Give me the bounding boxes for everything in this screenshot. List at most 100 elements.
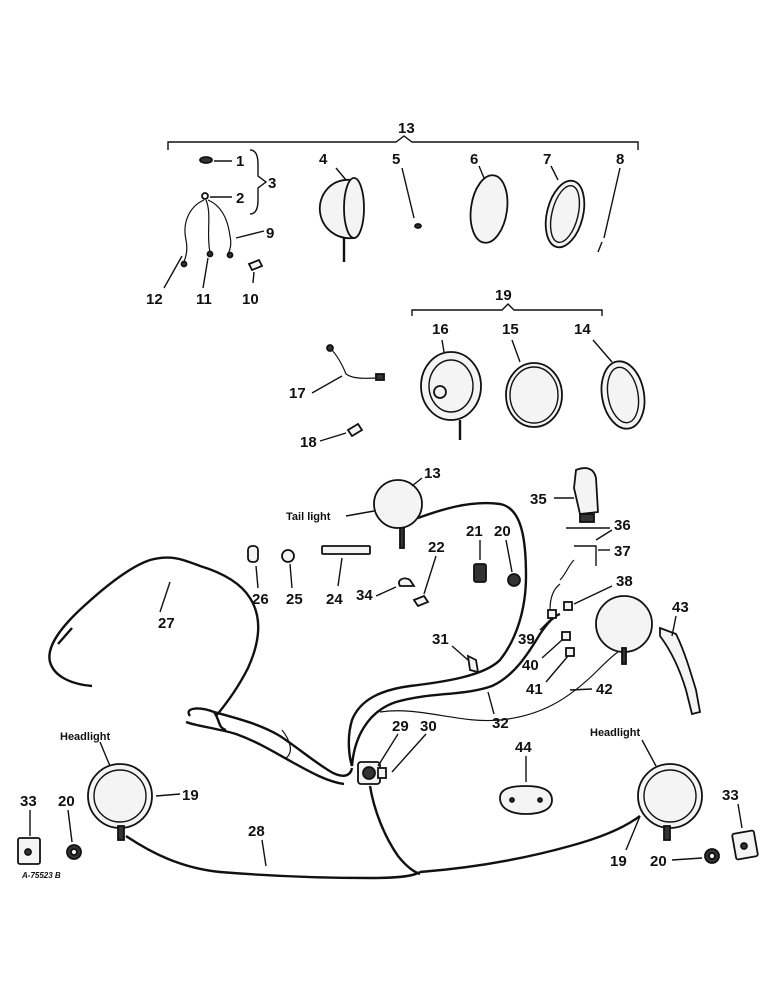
bracket-19 (411, 303, 603, 316)
callout-28: 28 (248, 823, 265, 840)
callout-15: 15 (502, 321, 519, 338)
part-10-clip (247, 258, 264, 284)
part-14-ring (592, 339, 646, 430)
callout-36: 36 (614, 517, 631, 534)
callout-13-group: 13 (398, 120, 415, 137)
callout-19-right: 19 (610, 853, 627, 870)
callout-41: 41 (526, 681, 543, 698)
callout-40: 40 (522, 657, 539, 674)
callout-19-left: 19 (182, 787, 199, 804)
part-20-grommet-left (66, 809, 82, 860)
part-18-clip (319, 422, 364, 442)
callout-6: 6 (470, 151, 478, 168)
part-43-bracket (659, 615, 702, 716)
wire-27-connector (57, 627, 73, 645)
part-26-bulb (247, 545, 259, 589)
callout-4: 4 (319, 151, 328, 168)
wire-tail-light (347, 501, 528, 767)
part-4-lamp-shell (318, 167, 365, 262)
part-33-mount-right (731, 803, 759, 861)
part-9-11-12-socket-leads (163, 199, 265, 289)
callout-20-right: 20 (650, 853, 667, 870)
part-15-lens (505, 339, 563, 428)
part-13-tail-light (345, 477, 423, 549)
callout-44: 44 (515, 739, 532, 756)
callout-17: 17 (289, 385, 306, 402)
callout-10: 10 (242, 291, 259, 308)
callout-14: 14 (574, 321, 591, 338)
callout-12: 12 (146, 291, 163, 308)
callout-5: 5 (392, 151, 400, 168)
part-8-screw (597, 167, 621, 253)
callout-33-right: 33 (722, 787, 739, 804)
part-7-rim (544, 165, 586, 249)
callout-7: 7 (543, 151, 551, 168)
bracket-13 (167, 135, 639, 150)
callout-13-tail: 13 (424, 465, 441, 482)
callout-18: 18 (300, 434, 317, 451)
callout-20-left: 20 (58, 793, 75, 810)
part-6-lens (469, 165, 509, 244)
callout-25: 25 (286, 591, 303, 608)
wire-27 (48, 556, 260, 717)
callout-16: 16 (432, 321, 449, 338)
callout-1: 1 (236, 153, 244, 170)
callout-24: 24 (326, 591, 343, 608)
callout-31: 31 (432, 631, 449, 648)
headlight-left (87, 741, 181, 841)
callout-29: 29 (392, 718, 409, 735)
harness-coil (185, 707, 354, 786)
part-35-warning-lamp (554, 467, 599, 523)
callout-3: 3 (268, 175, 276, 192)
callout-8: 8 (616, 151, 624, 168)
part-17-lead (311, 344, 385, 394)
callout-39: 39 (518, 631, 535, 648)
callout-11: 11 (196, 291, 212, 308)
callout-35: 35 (530, 491, 547, 508)
headlight-right (625, 739, 703, 851)
part-24-lens-strip (321, 545, 371, 587)
part-22-clip (412, 555, 437, 608)
callout-32: 32 (492, 715, 509, 732)
callout-27: 27 (158, 615, 175, 632)
part-25-grommet (281, 549, 295, 589)
part-1-screw (199, 156, 232, 164)
part-36-37-mount (559, 527, 613, 581)
callout-21: 21 (466, 523, 483, 540)
label-headlight-left: Headlight (60, 731, 110, 743)
callout-42: 42 (596, 681, 613, 698)
part-21-socket (473, 540, 487, 583)
callout-9: 9 (266, 225, 274, 242)
part-2-terminal (201, 192, 232, 200)
part-34-bracket (375, 577, 416, 597)
bracket-3 (249, 149, 268, 215)
part-31-clip (451, 645, 480, 674)
callout-20-mid: 20 (494, 523, 511, 540)
part-20-grommet-right (671, 848, 720, 864)
callout-30: 30 (420, 718, 437, 735)
callout-37: 37 (614, 543, 631, 560)
part-5-gasket (401, 167, 422, 229)
wire-28 (125, 835, 421, 880)
part-flood-lamp-right (595, 595, 653, 665)
wire-42 (379, 651, 619, 722)
callout-43: 43 (672, 599, 689, 616)
label-headlight-right: Headlight (590, 727, 640, 739)
part-20-grommet-mid (505, 539, 521, 587)
callout-34: 34 (356, 587, 373, 604)
wire-switch-down (368, 785, 421, 876)
callout-33-left: 33 (20, 793, 37, 810)
wire-32 (350, 612, 561, 767)
label-tail-light: Tail light (286, 511, 331, 523)
part-44-plate (499, 756, 553, 815)
callout-2: 2 (236, 190, 244, 207)
part-33-mount-left (17, 810, 41, 865)
part-38-41-connectors (539, 583, 613, 683)
callout-26: 26 (252, 591, 269, 608)
part-16-sealed-beam (420, 339, 482, 440)
part-29-switch (357, 733, 427, 785)
callout-38: 38 (616, 573, 633, 590)
callout-19-group: 19 (495, 287, 512, 304)
figure-code: A-75523 B (21, 871, 61, 880)
